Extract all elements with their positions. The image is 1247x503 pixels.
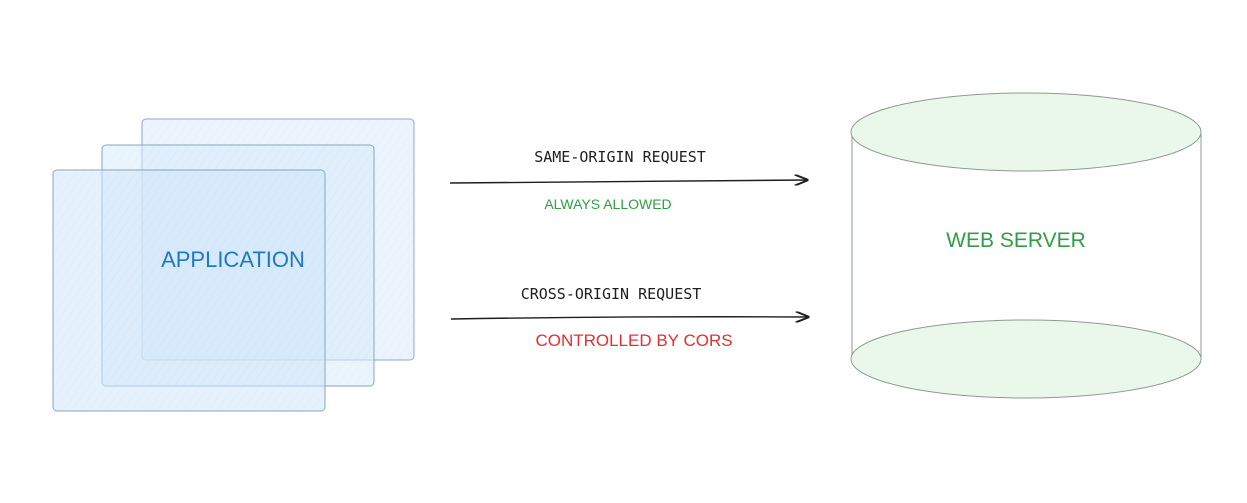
web-server-label: WEB SERVER <box>946 229 1086 252</box>
same-origin-arrow <box>449 180 807 183</box>
web-server-body <box>851 133 1202 358</box>
same-origin-request: SAME-ORIGIN REQUEST ALWAYS ALLOWED <box>449 148 807 212</box>
web-server-top <box>850 92 1202 172</box>
web-server-bottom <box>850 319 1202 399</box>
cross-origin-request: CROSS-ORIGIN REQUEST CONTROLLED BY CORS <box>450 285 808 350</box>
controlled-by-cors-note: CONTROLLED BY CORS <box>535 331 732 350</box>
web-server-cylinder: WEB SERVER <box>850 92 1202 399</box>
cross-origin-label: CROSS-ORIGIN REQUEST <box>521 285 702 303</box>
application-stack: APPLICATION <box>52 118 415 412</box>
cross-origin-arrow <box>450 317 808 319</box>
same-origin-label: SAME-ORIGIN REQUEST <box>534 148 706 166</box>
always-allowed-note: ALWAYS ALLOWED <box>544 196 671 212</box>
application-label: APPLICATION <box>161 247 305 272</box>
